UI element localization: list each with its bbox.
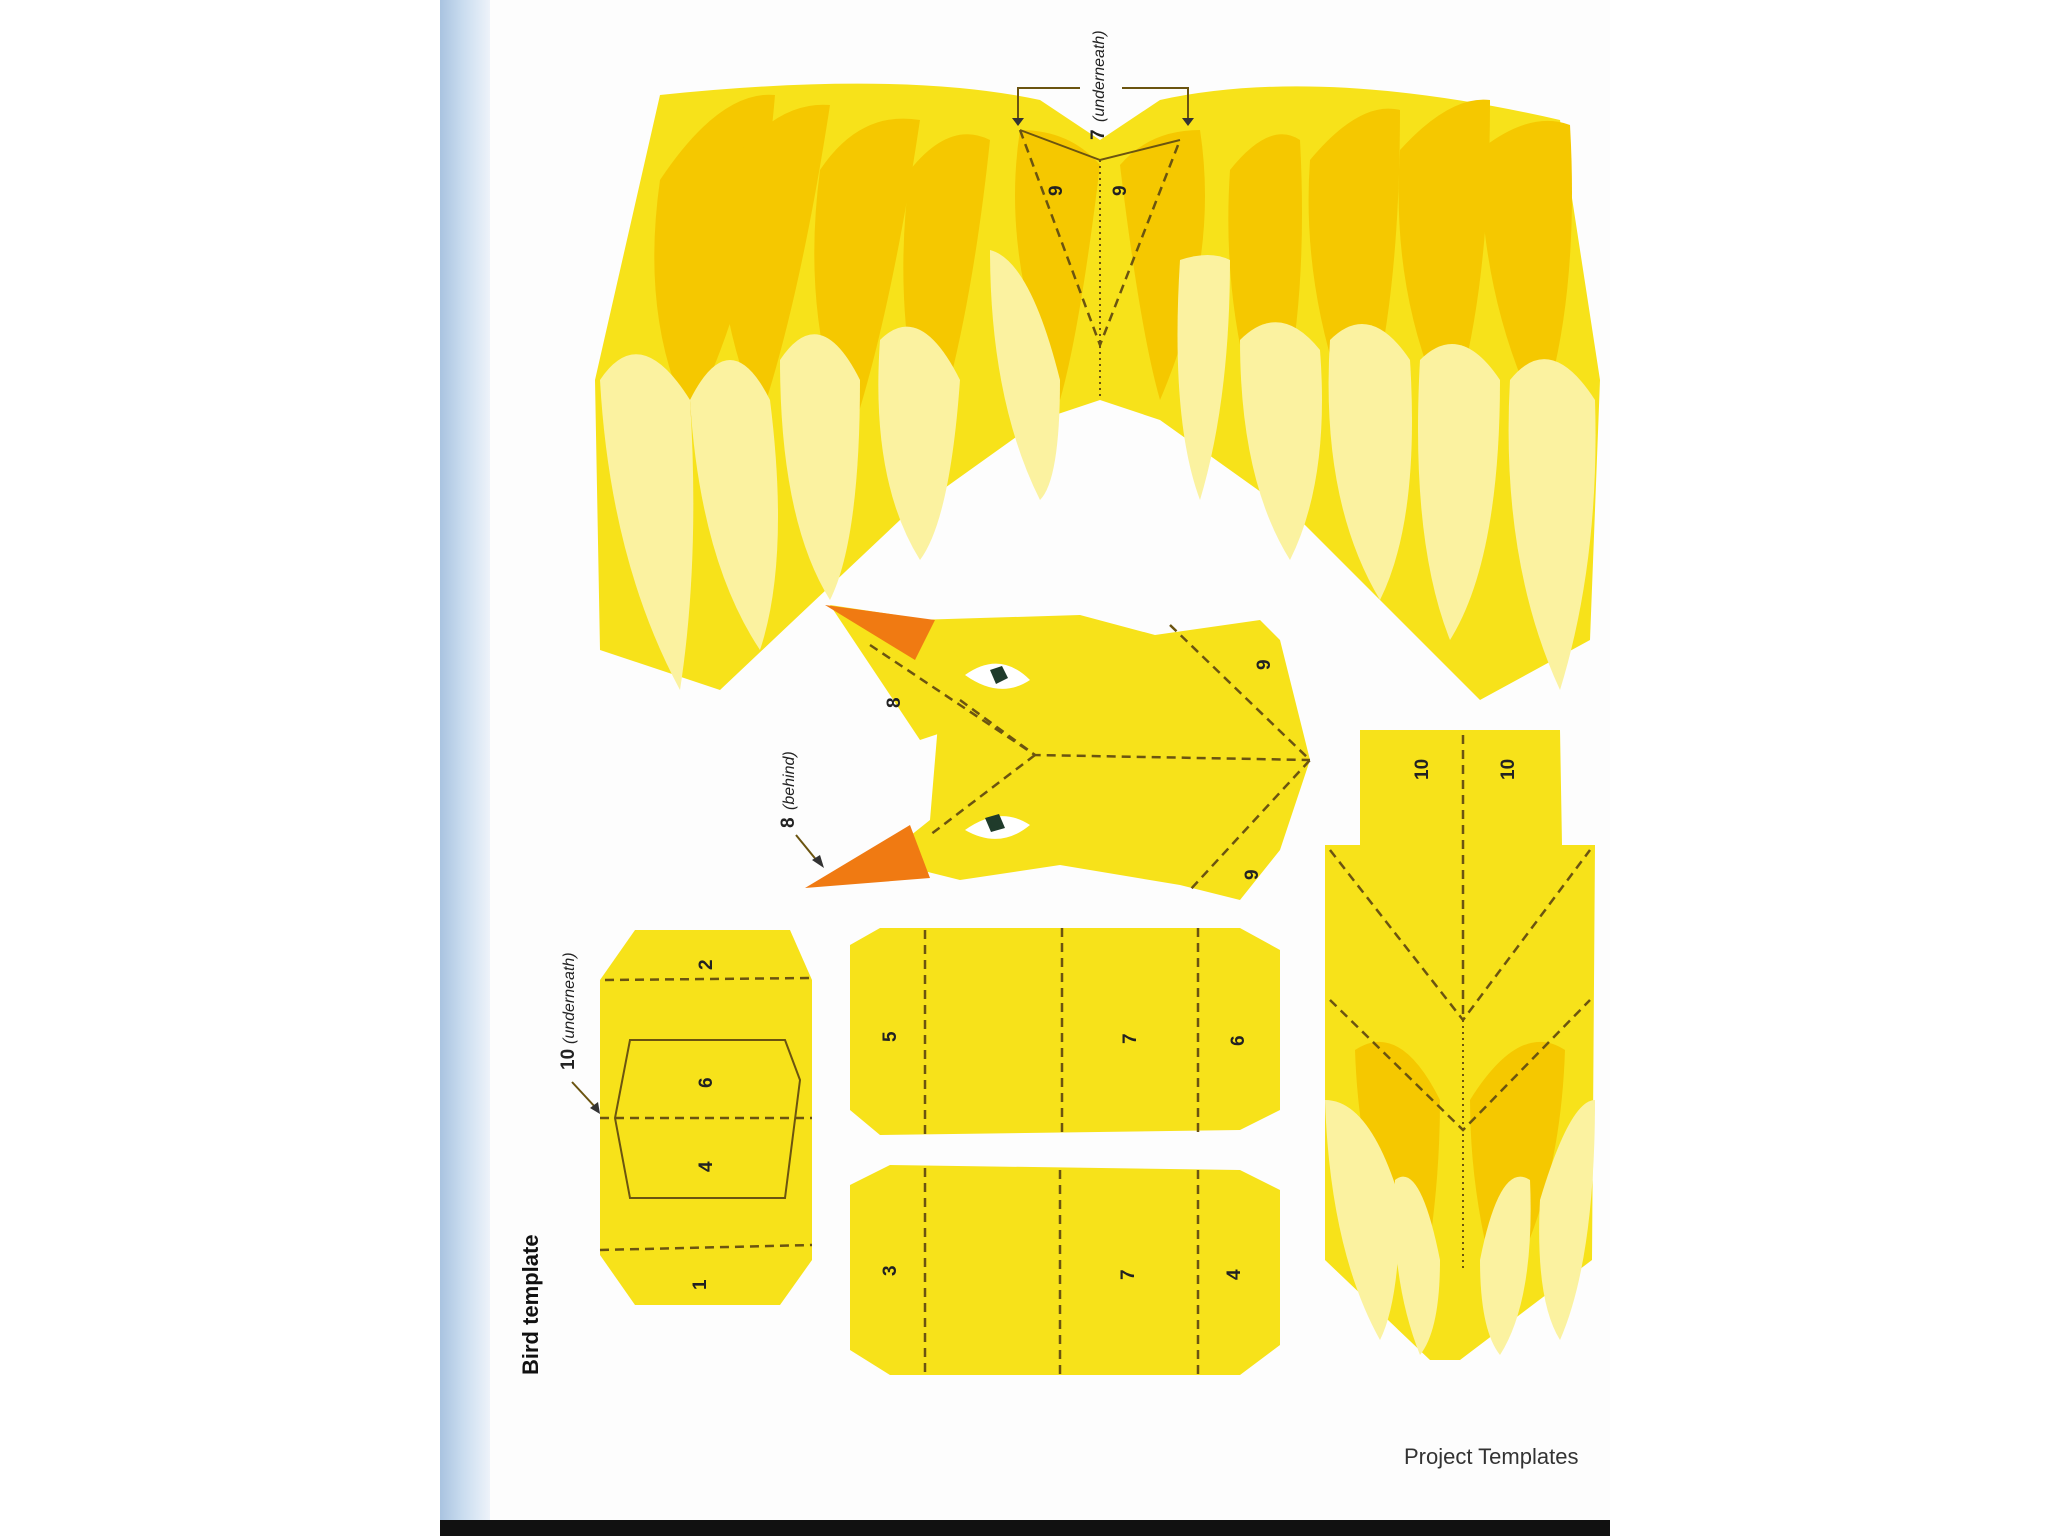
page-title: Bird template — [518, 1234, 543, 1375]
bottom-edge-bar — [440, 1520, 1610, 1536]
num-8-label: 8 — [884, 697, 905, 708]
num-10-label: 10 — [1498, 759, 1519, 780]
num-2-label: 2 — [696, 959, 717, 970]
num-1-label: 1 — [690, 1279, 711, 1290]
num-10-label: 10 — [558, 1049, 579, 1070]
side-panel-upper — [850, 928, 1280, 1135]
underneath-note: (underneath) — [561, 952, 578, 1044]
num-9-label: 9 — [1046, 185, 1067, 196]
label-7-underneath: 7 (underneath) — [1088, 30, 1109, 140]
wings-piece — [595, 83, 1600, 701]
num-6-label: 6 — [696, 1077, 717, 1088]
num-5-label: 5 — [880, 1031, 901, 1042]
head-piece — [805, 605, 1312, 900]
num-8-label: 8 — [778, 817, 799, 828]
num-9-label: 9 — [1110, 185, 1131, 196]
num-6-label: 6 — [1228, 1035, 1249, 1046]
num-3-label: 3 — [880, 1265, 901, 1276]
num-9-label: 9 — [1242, 869, 1263, 880]
num-9-label: 9 — [1254, 659, 1275, 670]
tail-piece — [1325, 730, 1595, 1360]
num-10-label: 10 — [1412, 759, 1433, 780]
page-footer: Project Templates — [1404, 1444, 1579, 1469]
num-7-label: 7 — [1088, 129, 1109, 140]
body-piece — [599, 930, 813, 1305]
side-panel-lower — [850, 1165, 1280, 1375]
page-gutter — [440, 0, 490, 1536]
underneath-note: (underneath) — [1091, 30, 1108, 122]
num-7-label: 7 — [1120, 1033, 1141, 1044]
label-10-underneath: 10 (underneath) — [558, 952, 579, 1070]
label-8-behind: 8 (behind) — [778, 751, 799, 828]
num-7-label: 7 — [1118, 1269, 1139, 1280]
num-4-label: 4 — [696, 1161, 717, 1172]
behind-note: (behind) — [781, 751, 798, 810]
num-4-label: 4 — [1224, 1269, 1245, 1280]
